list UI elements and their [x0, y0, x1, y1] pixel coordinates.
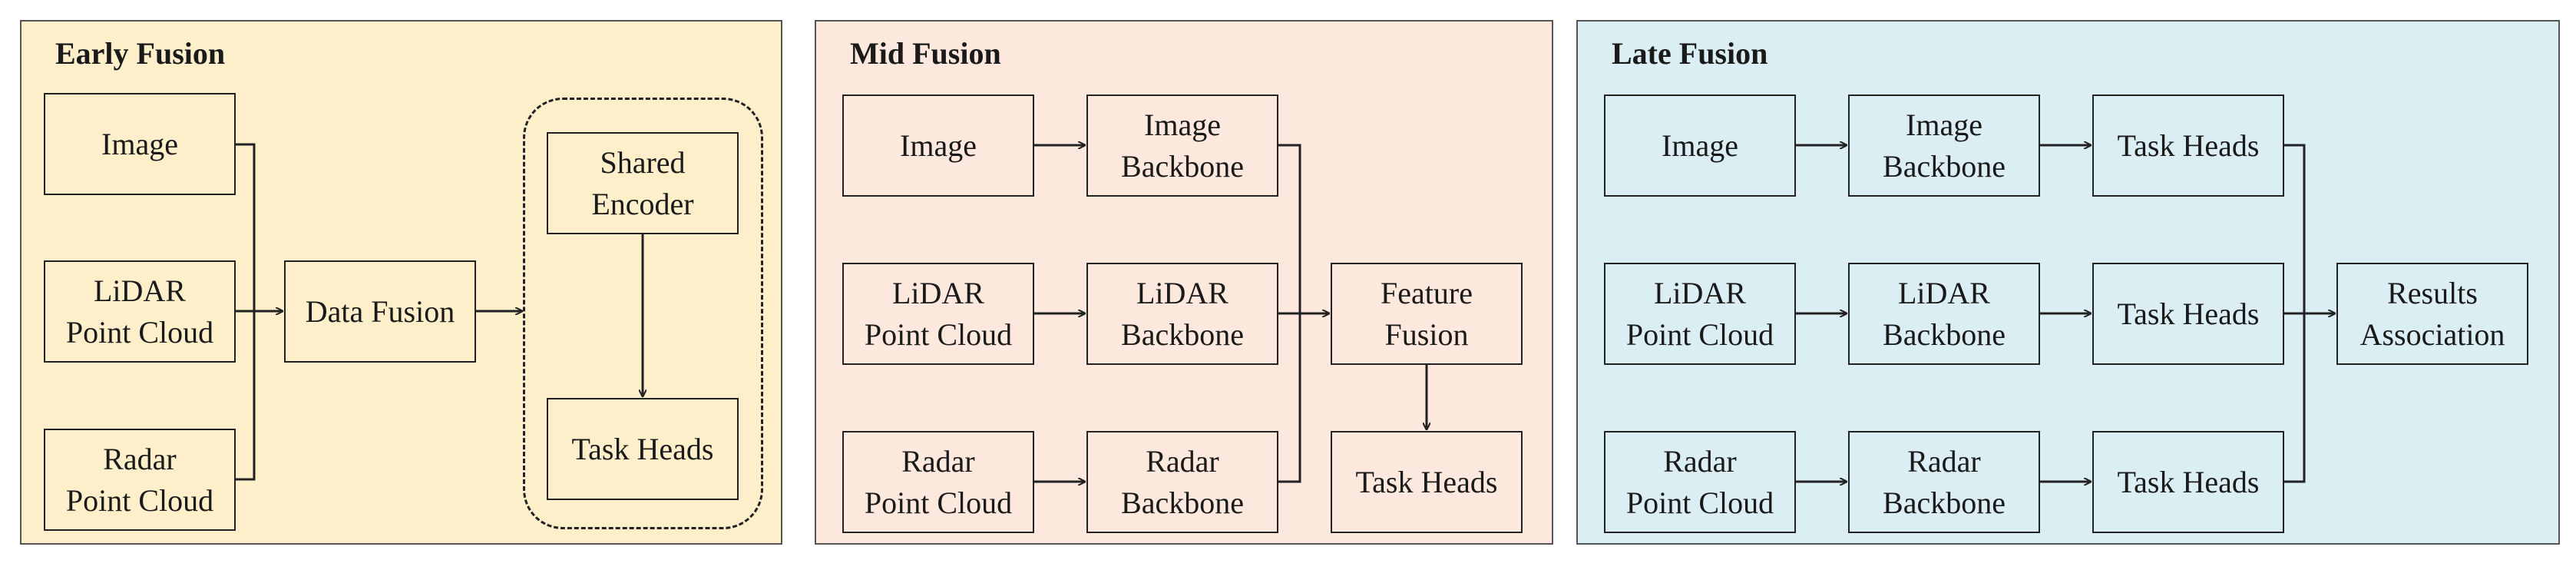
mid-lidar-box: LiDAR Point Cloud — [842, 263, 1034, 365]
late-image-box: Image — [1604, 94, 1796, 197]
early-radar-box: Radar Point Cloud — [44, 429, 236, 531]
late-lidar-backbone-box: LiDAR Backbone — [1848, 263, 2040, 365]
late-radar-task-heads-box: Task Heads — [2092, 431, 2284, 533]
feature-fusion-box: Feature Fusion — [1331, 263, 1523, 365]
late-image-backbone-box: Image Backbone — [1848, 94, 2040, 197]
results-association-box: Results Association — [2336, 263, 2528, 365]
early-lidar-box: LiDAR Point Cloud — [44, 260, 236, 363]
mid-fusion-panel: Mid Fusion — [815, 20, 1553, 545]
late-radar-backbone-box: Radar Backbone — [1848, 431, 2040, 533]
early-task-heads-box: Task Heads — [547, 398, 739, 500]
late-fusion-title: Late Fusion — [1612, 36, 1768, 71]
shared-model-group — [523, 98, 763, 529]
early-fusion-title: Early Fusion — [55, 36, 226, 71]
mid-image-backbone-box: Image Backbone — [1086, 94, 1278, 197]
mid-fusion-title: Mid Fusion — [850, 36, 1001, 71]
late-image-task-heads-box: Task Heads — [2092, 94, 2284, 197]
mid-task-heads-box: Task Heads — [1331, 431, 1523, 533]
late-lidar-box: LiDAR Point Cloud — [1604, 263, 1796, 365]
shared-encoder-box: Shared Encoder — [547, 132, 739, 234]
early-fusion-panel: Early Fusion — [20, 20, 782, 545]
mid-radar-backbone-box: Radar Backbone — [1086, 431, 1278, 533]
early-image-box: Image — [44, 93, 236, 195]
late-fusion-panel: Late Fusion — [1576, 20, 2560, 545]
mid-radar-box: Radar Point Cloud — [842, 431, 1034, 533]
mid-image-box: Image — [842, 94, 1034, 197]
mid-lidar-backbone-box: LiDAR Backbone — [1086, 263, 1278, 365]
late-lidar-task-heads-box: Task Heads — [2092, 263, 2284, 365]
late-radar-box: Radar Point Cloud — [1604, 431, 1796, 533]
data-fusion-box: Data Fusion — [284, 260, 476, 363]
